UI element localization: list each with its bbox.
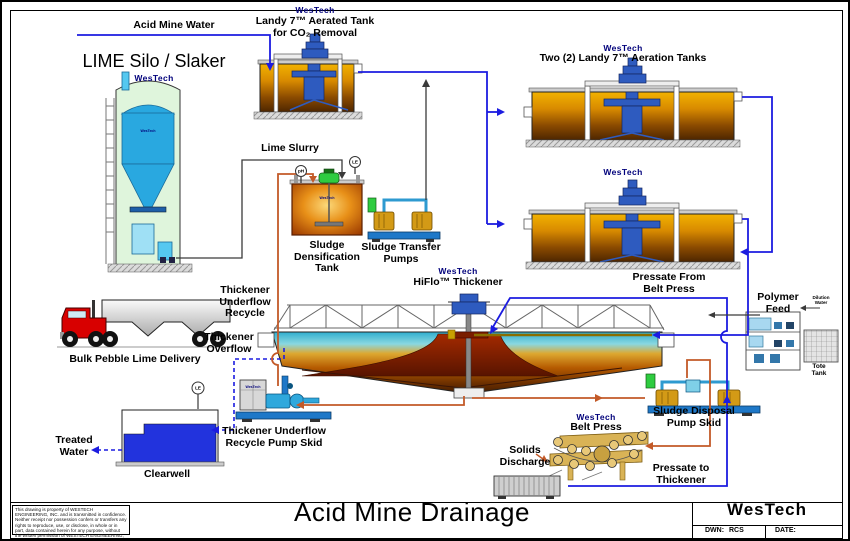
label-clearwell: Clearwell	[143, 468, 191, 480]
landy-aerated-tank	[253, 33, 363, 120]
westech-logo-silo: WesTech	[134, 73, 174, 83]
label-sludge-transfer: Sludge Transfer Pumps	[361, 241, 441, 265]
label-acid-mine-water: Acid Mine Water	[133, 19, 215, 31]
polymer-feed-skid	[745, 311, 801, 371]
westech-logo-thickener: WesTech	[438, 266, 478, 276]
le-instrument-tag-densification: LE	[352, 159, 358, 165]
label-lime-slurry: Lime Slurry	[261, 142, 319, 154]
label-belt-press: Belt Press	[570, 421, 622, 433]
water-flow-arrows	[266, 63, 748, 403]
westech-blob-recycle-skid: WesTech	[245, 385, 261, 389]
label-hiflo-thickener: HiFlo™ Thickener	[413, 276, 503, 288]
westech-logo-aeration-2: WesTech	[603, 167, 643, 177]
water-flow-lines	[77, 34, 773, 487]
label-sludge-densification: Sludge Densification Tank	[294, 239, 360, 274]
label-disposal-pump-skid: Sludge Disposal Pump Skid	[653, 405, 735, 429]
label-recycle-pump-skid: Thickener Underflow Recycle Pump Skid	[222, 425, 326, 449]
westech-blob-densification: WesTech	[319, 196, 335, 200]
date-label: DATE:	[775, 527, 796, 534]
lime-silo-slaker	[105, 71, 193, 273]
hiflo-thickener	[257, 293, 675, 399]
label-pressate-from: Pressate From Belt Press	[632, 271, 706, 295]
instrument-bubbles	[295, 156, 361, 177]
westech-logo-black: WesTech	[726, 500, 808, 519]
label-bulk-pebble: Bulk Pebble Lime Delivery	[69, 353, 201, 365]
dwn-value: RCS	[729, 527, 744, 534]
overflow-lines	[96, 348, 285, 451]
lime-delivery-truck	[57, 299, 232, 348]
drawing-title: Acid Mine Drainage	[294, 497, 530, 527]
label-lime-silo: LIME Silo / Slaker	[82, 51, 226, 71]
label-solids-discharge: Solids Discharge	[499, 444, 551, 468]
label-underflow-recycle: Thickener Underflow Recycle	[219, 284, 271, 319]
westech-logo-aerated: WesTech	[295, 5, 335, 15]
sludge-densification-tank	[289, 168, 365, 236]
westech-logo-aeration: WesTech	[603, 43, 643, 53]
drawing-border	[10, 10, 843, 539]
aeration-tank-1	[523, 57, 743, 148]
dwn-label: DWN:	[705, 527, 725, 534]
sludge-transfer-pumps	[367, 197, 441, 242]
underflow-recycle-pump-skid	[235, 375, 332, 422]
title-band-divider	[10, 502, 842, 503]
sludge-flow-lines	[271, 173, 711, 460]
westech-logo-belt-press: WesTech	[576, 412, 616, 422]
title-block-cell-divider	[765, 525, 766, 538]
aeration-tank-2	[523, 179, 743, 270]
solids-container	[493, 475, 561, 499]
label-tote-tank: Tote Tank	[811, 363, 827, 377]
sludge-flow-arrows	[296, 176, 653, 462]
label-thickener-overflow: Thickener Overflow	[204, 331, 254, 355]
label-polymer-feed: Polymer Feed	[757, 291, 799, 315]
le-instrument-tag-clearwell: LE	[195, 385, 201, 391]
belt-press	[546, 431, 649, 481]
label-landy-aerated-tank: Landy 7™ Aerated Tank for CO₂ Removal	[255, 15, 375, 39]
label-dilution-water: Dilution Water	[812, 295, 830, 306]
overflow-arrows	[91, 426, 219, 454]
title-block-row	[693, 525, 842, 539]
label-pressate-to: Pressate to Thickener	[652, 462, 710, 486]
label-two-landy: Two (2) Landy 7™ Aeration Tanks	[539, 52, 707, 64]
westech-blob-silo: WesTech	[140, 129, 156, 133]
utility-arrows	[338, 79, 806, 318]
utility-lines	[176, 86, 820, 316]
sludge-disposal-pump-skid	[645, 373, 761, 416]
tote-tank	[803, 329, 839, 363]
copyright-note: This drawing is property of WESTECH ENGI…	[12, 505, 130, 539]
ph-instrument-tag: pH	[297, 168, 305, 174]
label-treated-water: Treated Water	[55, 434, 93, 458]
title-block-right: WesTech DWN: RCS DATE:	[692, 500, 842, 539]
clearwell-tank	[115, 381, 225, 467]
